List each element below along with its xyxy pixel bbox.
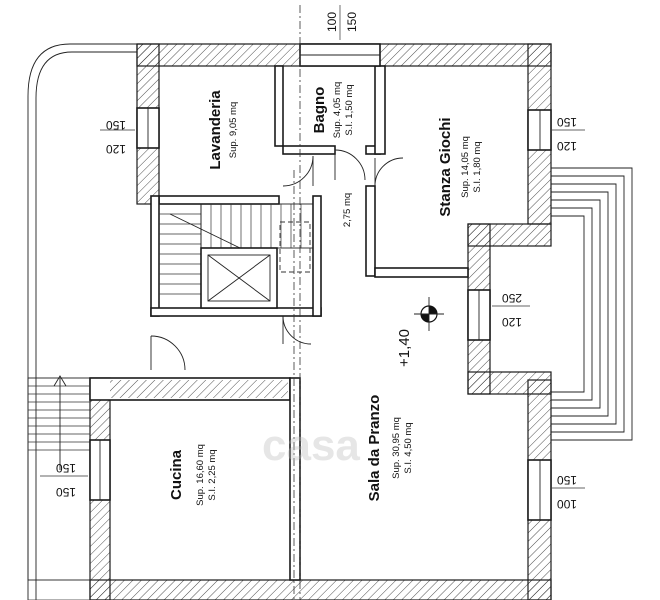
- room-lavanderia: Lavanderia Sup. 9,05 mq: [207, 90, 239, 170]
- dim-left-bottom-b: 150: [56, 485, 76, 499]
- interior-walls: [89, 65, 469, 581]
- dim-right-mid: 250 120: [492, 291, 530, 329]
- room-si-pranzo: S.I. 4,50 mq: [403, 422, 414, 473]
- room-area-cucina: Sup. 16,60 mq: [195, 444, 206, 506]
- room-si-giochi: S.I. 1,80 mq: [472, 141, 483, 192]
- dim-left-top: 150 120: [100, 118, 135, 156]
- room-name-giochi: Stanza Giochi: [437, 117, 454, 216]
- room-name-bagno: Bagno: [311, 87, 328, 134]
- room-cucina: Cucina Sup. 16,60 mq S.I. 2,25 mq: [168, 444, 218, 506]
- doors: [150, 149, 404, 371]
- corridor-area: 2,75 mq: [342, 193, 353, 227]
- room-si-bagno: S.I. 1,50 mq: [344, 84, 355, 135]
- terrace-steps: [551, 167, 633, 441]
- level-marker: [414, 297, 444, 331]
- corridor-label: 2,75 mq: [342, 193, 353, 227]
- curved-balcony: [27, 43, 137, 600]
- dim-right-top: 150 120: [552, 115, 585, 153]
- room-bagno: Bagno Sup. 4,05 mq S.I. 1,50 mq: [311, 82, 355, 139]
- room-name-cucina: Cucina: [168, 449, 185, 500]
- exterior-stair: [27, 375, 91, 581]
- dim-right-bottom-b: 100: [557, 497, 577, 511]
- dim-right-bottom: 150 100: [552, 473, 585, 511]
- dim-top-a: 100: [325, 12, 339, 32]
- dim-right-mid-b: 120: [502, 315, 522, 329]
- dim-left-top-b: 120: [106, 142, 126, 156]
- dim-right-top-b: 120: [557, 139, 577, 153]
- room-area-bagno: Sup. 4,05 mq: [332, 82, 343, 139]
- dim-left-bottom: 150 150: [40, 461, 88, 499]
- dim-right-top-a: 150: [557, 115, 577, 129]
- dim-right-bottom-a: 150: [557, 473, 577, 487]
- dim-top: 100 150: [325, 5, 359, 40]
- dim-left-top-a: 150: [106, 118, 126, 132]
- dim-right-mid-a: 250: [502, 291, 522, 305]
- room-giochi: Stanza Giochi Sup. 14,05 mq S.I. 1,80 mq: [437, 117, 483, 216]
- level-label: +1,40: [396, 329, 413, 367]
- room-area-pranzo: Sup. 30,95 mq: [391, 417, 402, 479]
- room-name-pranzo: Sala da Pranzo: [366, 395, 383, 502]
- room-area-lavanderia: Sup. 9,05 mq: [228, 102, 239, 159]
- watermark: casa: [262, 421, 360, 470]
- dim-left-bottom-a: 150: [56, 461, 76, 475]
- level-value: +1,40: [396, 329, 413, 367]
- dim-top-b: 150: [345, 12, 359, 32]
- room-si-cucina: S.I. 2,25 mq: [207, 449, 218, 500]
- room-area-giochi: Sup. 14,05 mq: [460, 136, 471, 198]
- interior-stair: [158, 203, 314, 309]
- room-pranzo: Sala da Pranzo Sup. 30,95 mq S.I. 4,50 m…: [366, 395, 414, 502]
- room-name-lavanderia: Lavanderia: [207, 90, 224, 170]
